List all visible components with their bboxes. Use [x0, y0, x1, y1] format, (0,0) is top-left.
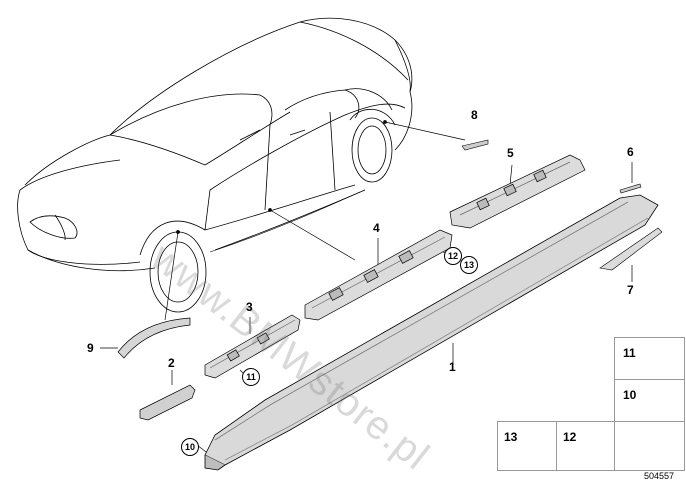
callout-8: 8: [471, 108, 478, 122]
circled-ref-13: 13: [460, 256, 478, 274]
part-5-bracket: [449, 154, 586, 229]
legend-label-11: 11: [623, 346, 636, 360]
circled-ref-12: 12: [444, 247, 462, 265]
legend-box-13: 13: [497, 421, 557, 471]
circled-ref-10: 10: [181, 438, 199, 456]
diagram-number: 504557: [644, 471, 675, 481]
circled-ref-11: 11: [242, 368, 260, 386]
callout-5: 5: [507, 146, 514, 160]
car-outline: [17, 17, 413, 313]
legend-label-10: 10: [623, 388, 637, 402]
leader-lines: [100, 120, 633, 456]
legend-box-12: 12: [556, 421, 616, 471]
callout-3: 3: [246, 300, 253, 314]
part-7-trim: [599, 227, 663, 271]
callout-7: 7: [627, 283, 634, 297]
callout-4: 4: [373, 221, 380, 235]
part-2-bracket: [139, 384, 196, 421]
legend-label-13: 13: [504, 430, 518, 444]
part-9-trim: [117, 317, 191, 359]
part-3-bracket: [204, 314, 301, 379]
callout-6: 6: [627, 145, 634, 159]
legend-box-10: 10: [614, 379, 685, 423]
legend-box-arrow: [614, 421, 685, 471]
part-6-strip: [619, 183, 642, 194]
legend-box-11: 11: [614, 337, 685, 381]
legend-label-12: 12: [563, 430, 577, 444]
callout-1: 1: [449, 360, 456, 374]
callout-9: 9: [87, 341, 94, 355]
part-1-side-skirt: [204, 194, 659, 471]
part-8-trim: [461, 139, 489, 151]
callout-2: 2: [168, 356, 175, 370]
